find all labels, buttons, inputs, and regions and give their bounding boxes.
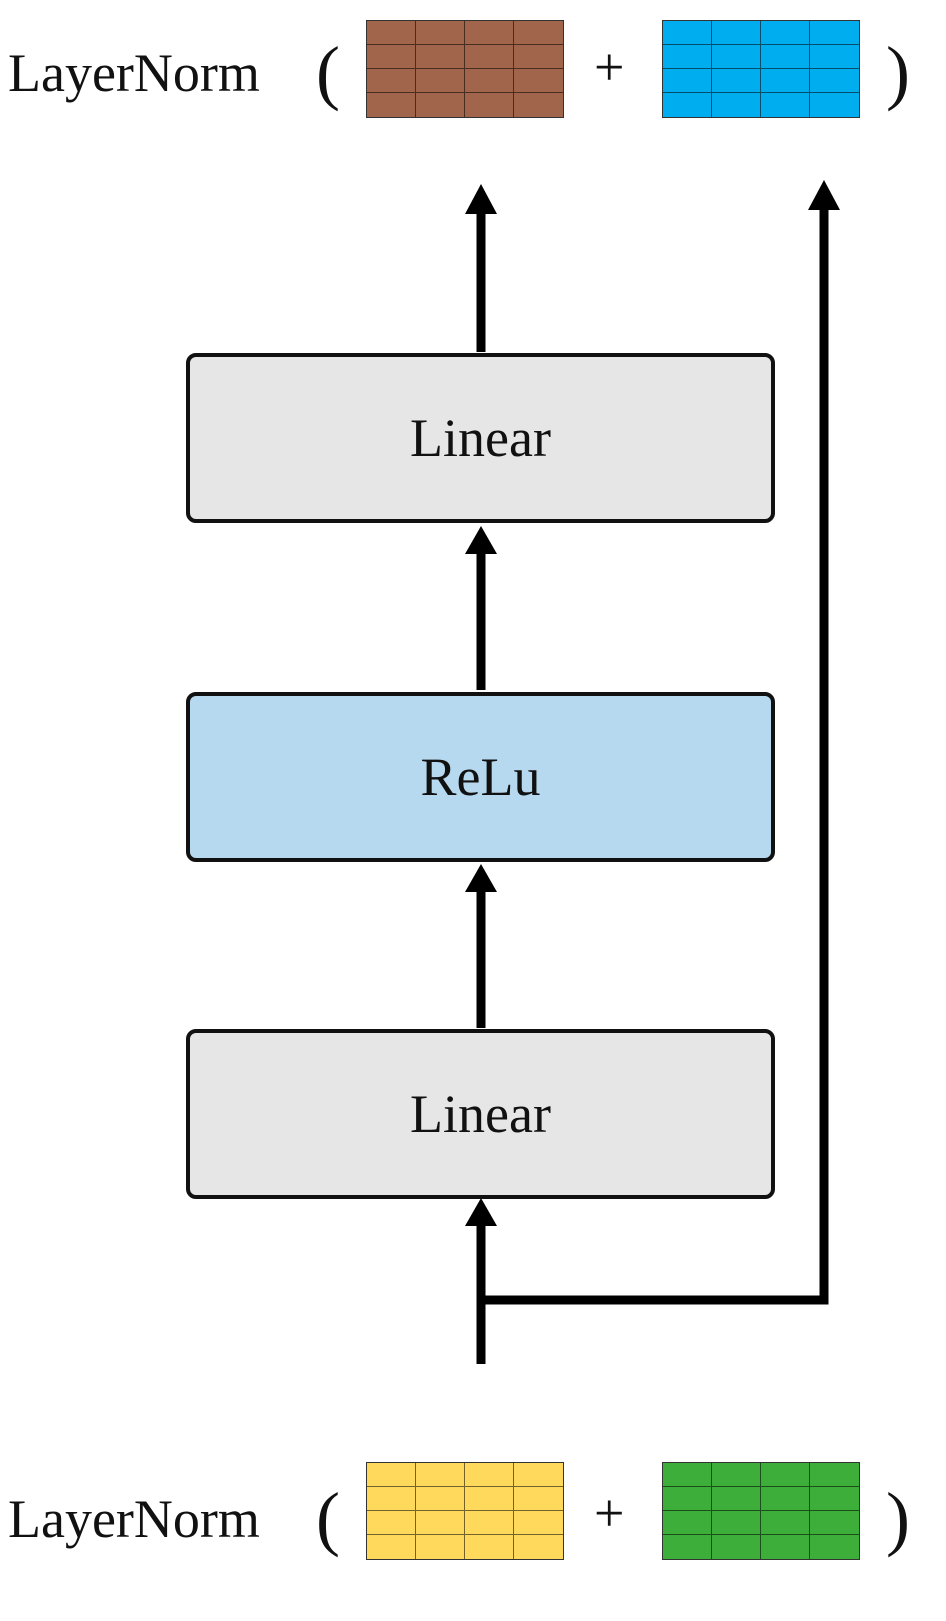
- matrix-cell: [416, 45, 465, 69]
- matrix-cell: [367, 69, 416, 93]
- matrix-cell: [663, 1535, 712, 1559]
- matrix-cell: [367, 1511, 416, 1535]
- matrix-cell: [416, 93, 465, 117]
- matrix-cell: [712, 69, 761, 93]
- bottom-plus-operator: +: [594, 1483, 625, 1543]
- matrix-cell: [514, 1535, 563, 1559]
- residual-arrowhead: [808, 180, 840, 210]
- matrix-cell: [663, 1487, 712, 1511]
- matrix-cell: [810, 1487, 859, 1511]
- matrix-cell: [465, 1487, 514, 1511]
- matrix-cell: [761, 1511, 810, 1535]
- output-arrowhead: [465, 184, 497, 214]
- matrix-cell: [663, 1511, 712, 1535]
- bottom-left-matrix: [366, 1462, 564, 1560]
- matrix-cell: [761, 69, 810, 93]
- matrix-cell: [810, 1535, 859, 1559]
- matrix-cell: [514, 1511, 563, 1535]
- matrix-cell: [465, 1535, 514, 1559]
- matrix-cell: [712, 21, 761, 45]
- bottom-close-paren: ): [886, 1478, 910, 1558]
- matrix-cell: [416, 1463, 465, 1487]
- matrix-cell: [810, 1463, 859, 1487]
- top-layernorm-label: LayerNorm: [8, 43, 260, 103]
- relu-input-arrowhead: [465, 864, 497, 892]
- matrix-cell: [514, 45, 563, 69]
- matrix-cell: [663, 93, 712, 117]
- matrix-cell: [810, 45, 859, 69]
- bottom-open-paren: (: [316, 1478, 340, 1558]
- matrix-cell: [367, 93, 416, 117]
- matrix-cell: [514, 1487, 563, 1511]
- matrix-cell: [761, 45, 810, 69]
- top-open-paren: (: [316, 32, 340, 112]
- matrix-cell: [465, 93, 514, 117]
- matrix-cell: [367, 1463, 416, 1487]
- matrix-cell: [367, 21, 416, 45]
- matrix-cell: [761, 21, 810, 45]
- matrix-cell: [810, 1511, 859, 1535]
- matrix-cell: [416, 69, 465, 93]
- matrix-cell: [761, 1535, 810, 1559]
- matrix-cell: [810, 21, 859, 45]
- matrix-cell: [465, 1511, 514, 1535]
- matrix-cell: [367, 1535, 416, 1559]
- linear-top-block: Linear: [186, 353, 775, 523]
- relu-label: ReLu: [420, 747, 541, 807]
- matrix-cell: [465, 21, 514, 45]
- matrix-cell: [416, 1511, 465, 1535]
- matrix-cell: [712, 1463, 761, 1487]
- matrix-cell: [663, 21, 712, 45]
- matrix-cell: [761, 93, 810, 117]
- matrix-cell: [367, 1487, 416, 1511]
- matrix-cell: [416, 1487, 465, 1511]
- matrix-cell: [712, 1511, 761, 1535]
- matrix-cell: [712, 45, 761, 69]
- matrix-cell: [514, 1463, 563, 1487]
- matrix-cell: [465, 69, 514, 93]
- top-plus-operator: +: [594, 37, 625, 97]
- bottom-right-matrix: [662, 1462, 860, 1560]
- matrix-cell: [712, 93, 761, 117]
- matrix-cell: [514, 69, 563, 93]
- matrix-cell: [663, 45, 712, 69]
- matrix-cell: [761, 1463, 810, 1487]
- matrix-cell: [761, 1487, 810, 1511]
- matrix-cell: [465, 1463, 514, 1487]
- matrix-cell: [416, 1535, 465, 1559]
- top-left-matrix: [366, 20, 564, 118]
- linear-top-input-arrowhead: [465, 526, 497, 554]
- matrix-cell: [367, 45, 416, 69]
- matrix-cell: [514, 21, 563, 45]
- linear-bottom-label: Linear: [410, 1084, 551, 1144]
- matrix-cell: [810, 69, 859, 93]
- relu-block: ReLu: [186, 692, 775, 862]
- top-right-matrix: [662, 20, 860, 118]
- residual-connection-line: [481, 202, 829, 1305]
- bottom-layernorm-label: LayerNorm: [8, 1489, 260, 1549]
- matrix-cell: [416, 21, 465, 45]
- matrix-cell: [663, 69, 712, 93]
- linear-top-label: Linear: [410, 408, 551, 468]
- matrix-cell: [712, 1487, 761, 1511]
- matrix-cell: [663, 1463, 712, 1487]
- matrix-cell: [712, 1535, 761, 1559]
- top-close-paren: ): [886, 32, 910, 112]
- input-arrowhead: [465, 1198, 497, 1226]
- matrix-cell: [465, 45, 514, 69]
- linear-bottom-block: Linear: [186, 1029, 775, 1199]
